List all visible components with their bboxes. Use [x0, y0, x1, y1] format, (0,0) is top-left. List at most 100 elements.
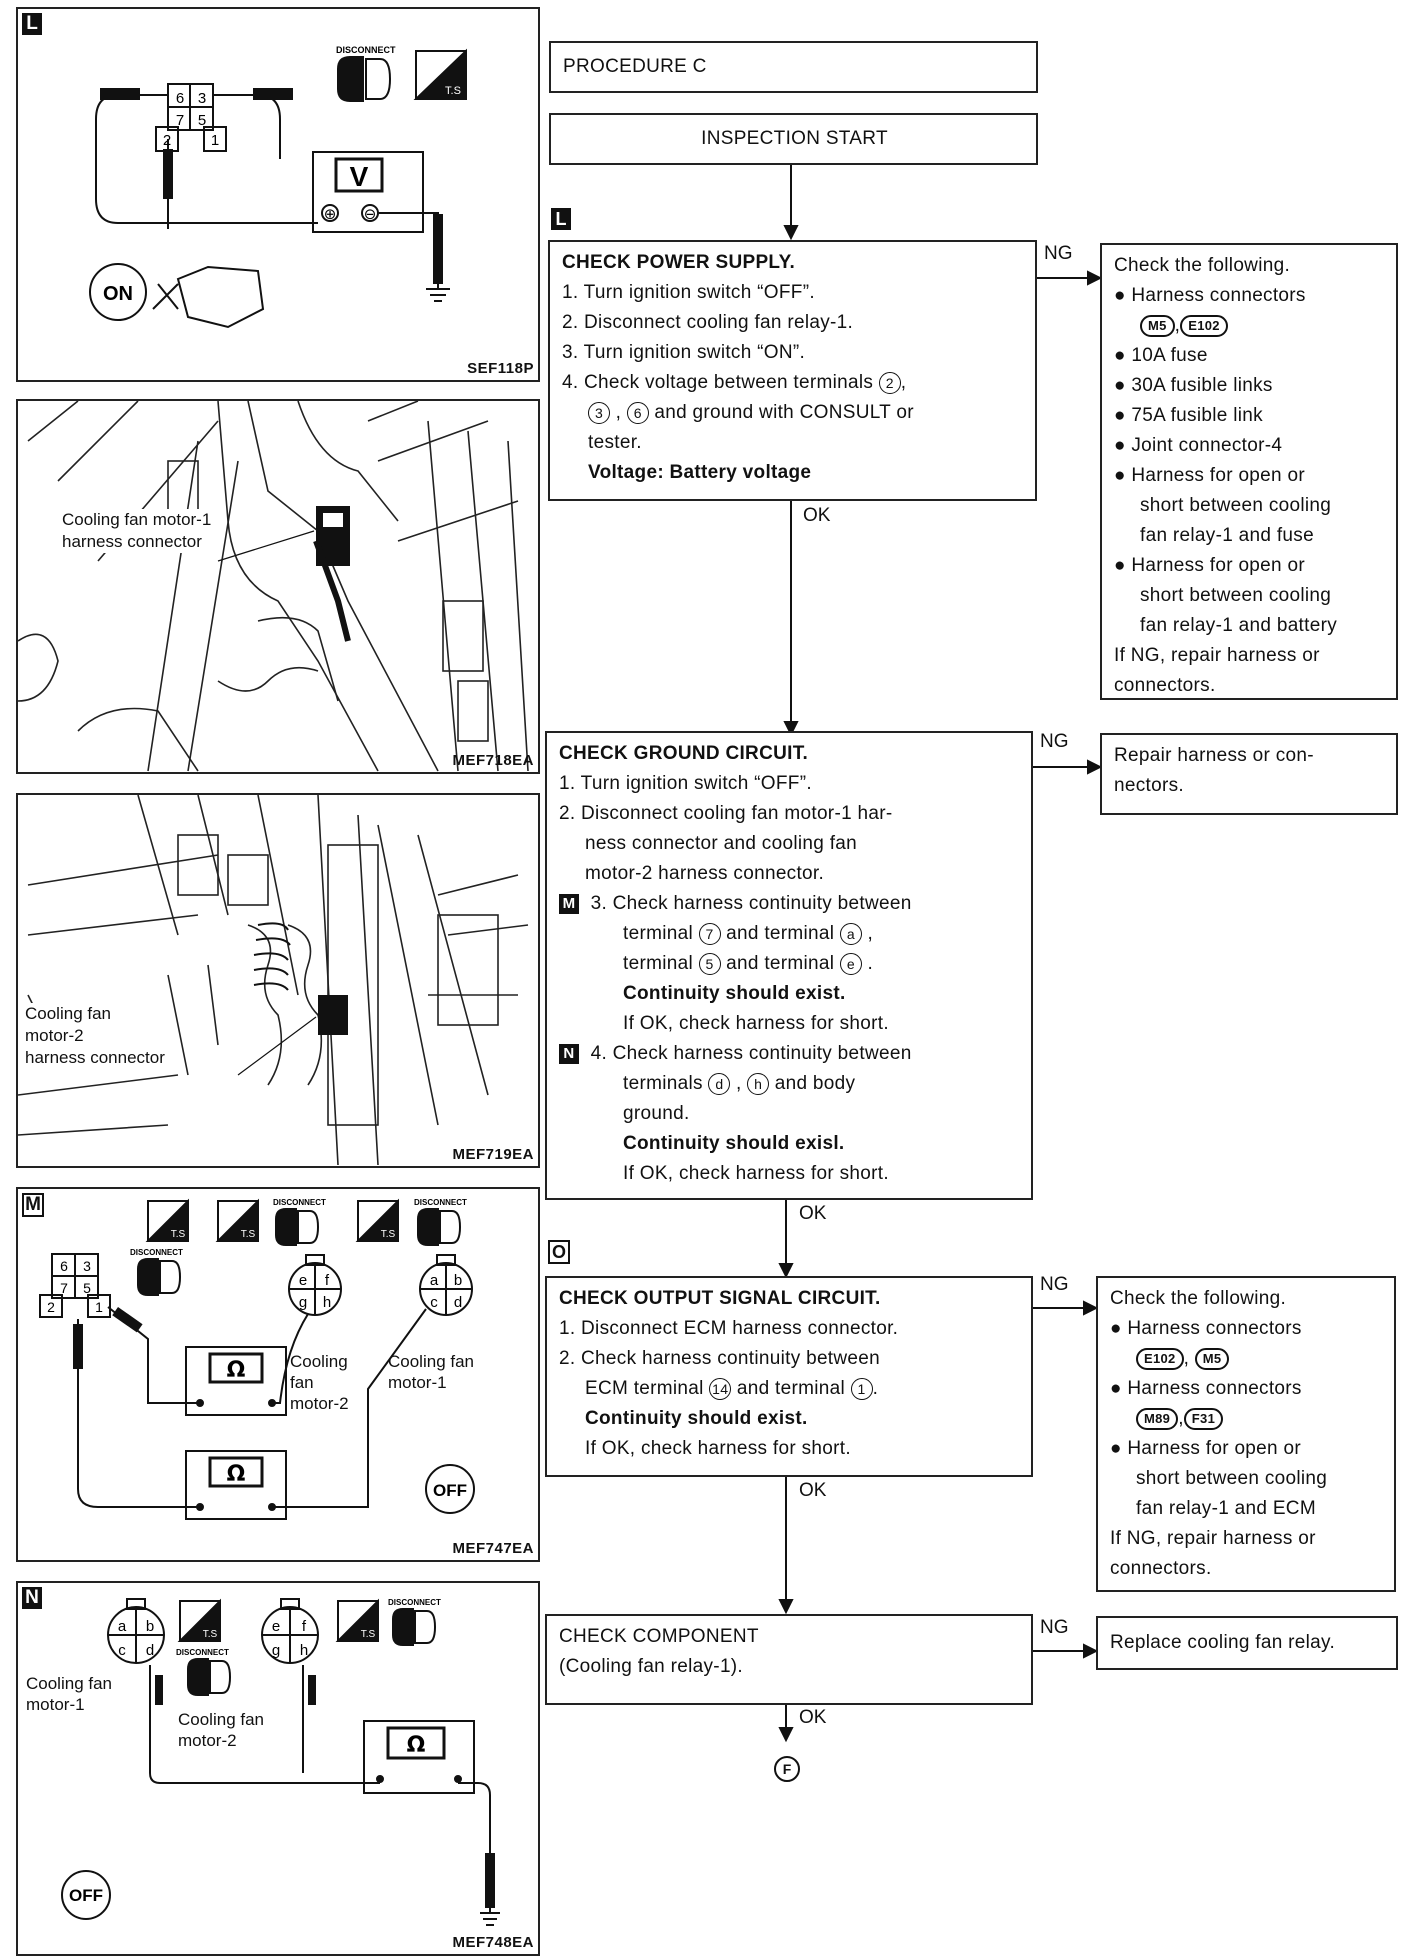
step-text-line: short between cooling: [1140, 585, 1332, 606]
terminal-label: c: [118, 1642, 126, 1659]
panel-letter-M: M: [22, 1193, 44, 1217]
ignition-key-icon: OFF: [433, 1481, 467, 1500]
ng-label: NG: [1040, 1274, 1069, 1295]
step-text-line: ● Joint connector-4: [1114, 435, 1283, 456]
step-text: 4. Check voltage between terminals: [562, 372, 879, 393]
step-check-ground-circuit: CHECK GROUND CIRCUIT. 1. Turn ignition s…: [545, 731, 1033, 1200]
panel-reference: N: [559, 1043, 579, 1064]
relay-terminal-3: 3: [198, 90, 206, 107]
photo-panel-motor1: Cooling fan motor-1 harness connector ME…: [16, 399, 540, 774]
callout-motor2-connector: Cooling fan motor-2 harness connector: [25, 1003, 165, 1069]
step-text: Harness for open or: [1127, 1438, 1301, 1459]
ng-label: NG: [1040, 1617, 1069, 1638]
step-text-line: If NG, repair harness or: [1110, 1528, 1316, 1549]
procedure-title: PROCEDURE C: [549, 41, 1038, 93]
ts-icon: T.S: [203, 1629, 218, 1640]
inspection-start: INSPECTION START: [549, 113, 1038, 165]
ok-label: OK: [799, 1707, 827, 1728]
voltmeter-label: V: [350, 161, 369, 192]
terminal-label: c: [430, 1294, 438, 1311]
ohmmeter-label: Ω: [407, 1733, 426, 1758]
step-text-line: ● 30A fusible links: [1114, 375, 1273, 396]
step-text: 75A fusible link: [1131, 405, 1263, 426]
step-text: and ground with CONSULT or: [648, 402, 914, 423]
step-text-line: connectors.: [1114, 675, 1216, 696]
step-text-line: tester.: [588, 432, 642, 453]
step-text-line: connectors.: [1110, 1558, 1212, 1579]
callout-line: Cooling fan: [25, 1004, 112, 1023]
step-text-line: CHECK POWER SUPPLY.: [562, 252, 796, 273]
step-text-line: M5,E102: [1114, 311, 1386, 341]
step-text-line: If OK, check harness for short.: [585, 1438, 851, 1459]
terminal-number: 1: [850, 1377, 873, 1400]
disconnect-icon: DISCONNECT: [176, 1648, 229, 1657]
figure-code: SEF118P: [467, 360, 534, 377]
step-text-line: If NG, repair harness or: [1114, 645, 1320, 666]
disconnect-icon: DISCONNECT: [414, 1198, 467, 1207]
connector-code: E102: [1136, 1347, 1184, 1370]
step-text-line: (Cooling fan relay-1).: [559, 1656, 744, 1677]
step-text-line: terminal 7 and terminal a ,: [623, 922, 874, 945]
step-text-line: N 4. Check harness continuity between: [559, 1039, 1021, 1069]
label-motor1: Cooling fan motor-1: [388, 1351, 474, 1393]
terminal-label: h: [323, 1294, 331, 1311]
relay-terminal-2: 2: [163, 132, 171, 149]
step-text-line: 3 , 6 and ground with CONSULT or: [562, 398, 1025, 428]
step-text-line: Voltage: Battery voltage: [588, 462, 812, 483]
step-text-line: CHECK GROUND CIRCUIT.: [559, 743, 809, 764]
callout-line: Cooling fan motor-1: [62, 510, 212, 529]
ignition-key-icon: OFF: [69, 1886, 103, 1905]
step-text: Harness for open or: [1131, 465, 1305, 486]
step-text-line: motor-2 harness connector.: [585, 863, 825, 884]
step-text: and terminal: [720, 923, 840, 944]
step-text-line: M 3. Check harness continuity between: [559, 889, 1021, 919]
terminal-label: b: [146, 1618, 154, 1635]
step-text-line: Continuity should exist.: [585, 1408, 808, 1429]
panel-reference: M: [559, 893, 579, 914]
engine-bay-photo-2: [18, 795, 529, 1166]
step-text-line: Check the following.: [1114, 255, 1291, 276]
step-text: and terminal: [731, 1378, 851, 1399]
step-text: Harness for open or: [1131, 555, 1305, 576]
ohmmeter-label: Ω: [227, 1462, 246, 1487]
goto-F-symbol[interactable]: F: [774, 1756, 800, 1782]
connector-code: M5: [1140, 314, 1175, 337]
terminal-label: 3: [83, 1258, 91, 1274]
relay-terminal-7: 7: [176, 112, 184, 129]
terminal-number: e: [839, 952, 862, 975]
connector-code: M89: [1136, 1407, 1179, 1430]
ng-replace-relay: Replace cooling fan relay.: [1096, 1616, 1398, 1670]
terminal-number: d: [708, 1072, 731, 1095]
disconnect-icon: DISCONNECT: [273, 1198, 326, 1207]
step-text: and body: [769, 1073, 856, 1094]
ok-label: OK: [799, 1203, 827, 1224]
step-text-line: ● Harness for open or: [1114, 465, 1305, 486]
ok-label: OK: [799, 1480, 827, 1501]
terminal-number: 6: [626, 401, 649, 424]
step-text: 4. Check harness continuity between: [590, 1043, 912, 1064]
step-text-line: ECM terminal 14 and terminal 1.: [585, 1377, 879, 1400]
continuity-check-diagram-M: 6 3 7 5 2 1 e f g h a b c d Ω Ω OFF DISC…: [39, 1198, 475, 1520]
terminal-label: d: [454, 1294, 462, 1311]
step-text-line: If OK, check harness for short.: [623, 1163, 889, 1184]
step-text-line: terminal 5 and terminal e .: [623, 952, 874, 975]
ng-label: NG: [1040, 731, 1069, 752]
ng-label: NG: [1044, 243, 1073, 264]
step-text-line: 2. Disconnect cooling fan motor-1 har-: [559, 803, 893, 824]
callout-line: motor-1: [388, 1373, 447, 1392]
step-text-line: 1. Disconnect ECM harness connector.: [559, 1318, 899, 1339]
terminal-number: h: [747, 1072, 770, 1095]
diagram-panel-N: N a b c d: [16, 1581, 540, 1956]
terminal-label: 6: [60, 1258, 68, 1274]
step-check-component: CHECK COMPONENT (Cooling fan relay-1).: [545, 1614, 1033, 1705]
step-text-line: ● Harness connectors: [1114, 285, 1306, 306]
figure-code: MEF719EA: [452, 1146, 534, 1163]
step-letter-L: L: [551, 208, 571, 230]
connector-code: E102: [1180, 314, 1228, 337]
callout-line: Cooling fan: [388, 1352, 475, 1371]
terminal-label: 1: [95, 1299, 103, 1315]
callout-line: motor-1: [26, 1695, 85, 1714]
terminal-label: e: [272, 1618, 280, 1635]
disconnect-icon: DISCONNECT: [130, 1248, 183, 1257]
step-text-line: 1. Turn ignition switch “OFF”.: [559, 773, 812, 794]
